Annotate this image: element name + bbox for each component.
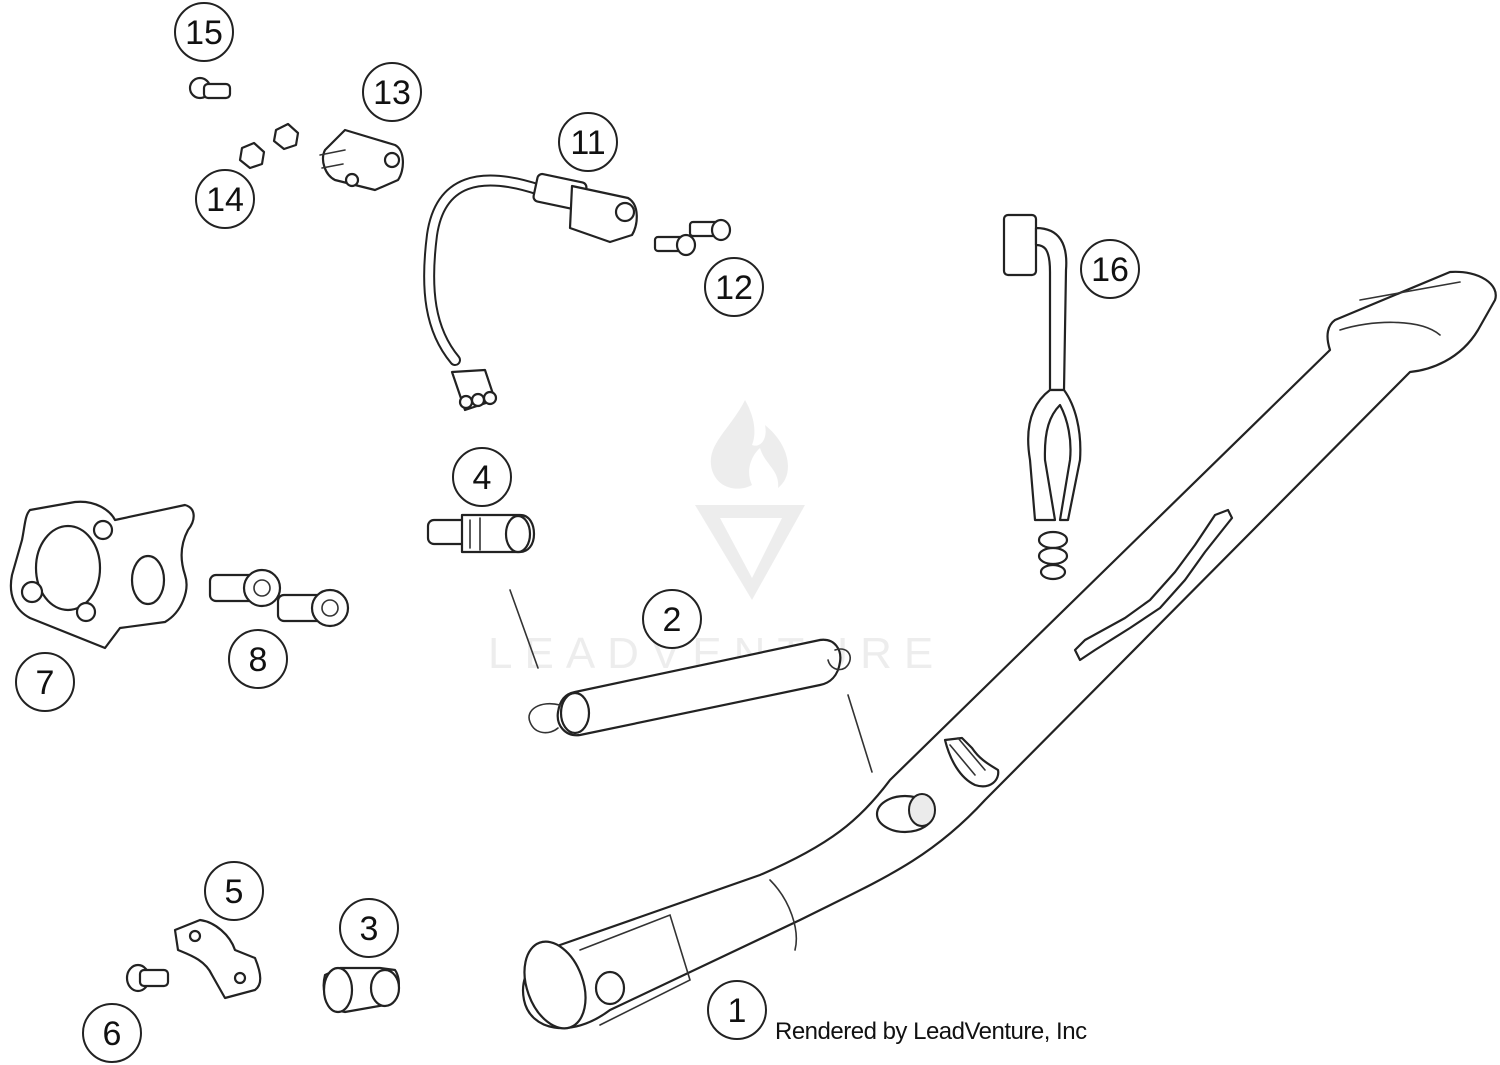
callout-label: 6 xyxy=(103,1015,122,1053)
callout-label: 13 xyxy=(373,74,411,112)
callout-7: 7 xyxy=(15,652,75,712)
callout-label: 14 xyxy=(206,181,244,219)
callout-label: 7 xyxy=(36,664,55,702)
callout-13: 13 xyxy=(362,62,422,122)
part-rubber-bumper xyxy=(322,966,401,1014)
callout-label: 12 xyxy=(715,269,753,307)
callout-12: 12 xyxy=(704,257,764,317)
callout-label: 3 xyxy=(360,910,379,948)
callout-4: 4 xyxy=(452,447,512,507)
part-wiring-lead xyxy=(1002,213,1082,581)
callout-label: 4 xyxy=(473,459,492,497)
callout-1: 1 xyxy=(707,980,767,1040)
callout-16: 16 xyxy=(1080,239,1140,299)
callout-label: 2 xyxy=(663,601,682,639)
callout-6: 6 xyxy=(82,1003,142,1063)
part-screws-12 xyxy=(653,218,732,257)
part-bolts-8 xyxy=(208,568,350,628)
callout-label: 11 xyxy=(570,124,605,162)
part-bolt-4 xyxy=(426,513,536,554)
callout-label: 5 xyxy=(225,873,244,911)
callout-11: 11 xyxy=(558,112,618,172)
part-bracket-5 xyxy=(173,918,262,1000)
callout-8: 8 xyxy=(228,629,288,689)
watermark-v-icon xyxy=(695,505,805,600)
callout-2: 2 xyxy=(642,589,702,649)
callout-label: 16 xyxy=(1091,251,1129,289)
callout-label: 8 xyxy=(249,641,268,679)
callout-5: 5 xyxy=(204,861,264,921)
callout-14: 14 xyxy=(195,169,255,229)
part-spring xyxy=(509,589,873,773)
callout-label: 1 xyxy=(728,992,747,1030)
part-nuts-14 xyxy=(238,122,300,170)
part-switch-13 xyxy=(319,128,404,192)
watermark-flame-icon xyxy=(710,400,788,489)
part-side-stand-switch xyxy=(423,172,638,412)
callout-3: 3 xyxy=(339,898,399,958)
callout-label: 15 xyxy=(185,14,223,52)
footer-credit: Rendered by LeadVenture, Inc xyxy=(775,1018,1087,1045)
part-bracket-plate xyxy=(9,500,195,650)
part-side-stand xyxy=(521,270,1497,1030)
watermark: LEADVENTURE xyxy=(488,400,933,678)
part-screw-15 xyxy=(188,76,232,100)
part-bolt-6 xyxy=(125,963,170,993)
callout-15: 15 xyxy=(174,2,234,62)
